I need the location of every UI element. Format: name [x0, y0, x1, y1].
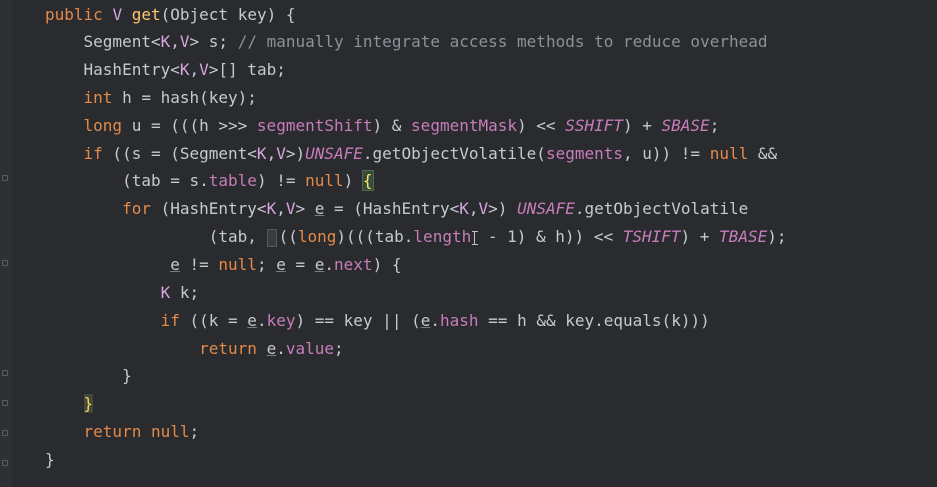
editor-gutter: [0, 0, 12, 487]
fold-marker-icon[interactable]: [2, 400, 8, 406]
code-line-11[interactable]: K k;: [160, 283, 200, 302]
fold-marker-icon[interactable]: [2, 460, 8, 466]
code-line-17[interactable]: }: [45, 450, 55, 469]
code-line-9[interactable]: (tab, ((long)(((tab.length - 1) & h)) <<…: [45, 227, 787, 247]
fold-marker-icon[interactable]: [2, 175, 8, 181]
code-line-10[interactable]: e != null; e = e.next) {: [170, 255, 402, 274]
code-line-4[interactable]: int h = hash(key);: [83, 88, 257, 107]
code-line-8[interactable]: for (HashEntry<K,V> e = (HashEntry<K,V>)…: [122, 199, 749, 218]
fold-marker-icon[interactable]: [2, 370, 8, 376]
code-line-6[interactable]: if ((s = (Segment<K,V>)UNSAFE.getObjectV…: [83, 144, 778, 163]
code-line-7[interactable]: (tab = s.table) != null) {: [45, 170, 374, 191]
code-line-12[interactable]: if ((k = e.key) == key || (e.hash == h &…: [160, 311, 710, 330]
text-cursor-icon: [472, 230, 479, 245]
code-line-16[interactable]: return null;: [83, 422, 200, 441]
inlay-hint-icon[interactable]: [266, 228, 277, 247]
code-line-3[interactable]: HashEntry<K,V>[] tab;: [45, 60, 286, 79]
code-line-14[interactable]: }: [45, 366, 132, 385]
code-line-13[interactable]: return e.value;: [199, 339, 344, 358]
code-line-15[interactable]: }: [45, 391, 94, 417]
fold-marker-icon[interactable]: [2, 430, 8, 436]
matched-brace-close: }: [83, 394, 94, 413]
fold-marker-icon[interactable]: [2, 260, 8, 266]
code-line-1[interactable]: public V get(Object key) {: [45, 5, 296, 24]
code-line-2[interactable]: Segment<K,V> s; // manually integrate ac…: [45, 32, 768, 51]
code-line-5[interactable]: long u = (((h >>> segmentShift) & segmen…: [83, 116, 720, 135]
matched-brace: {: [361, 170, 374, 191]
